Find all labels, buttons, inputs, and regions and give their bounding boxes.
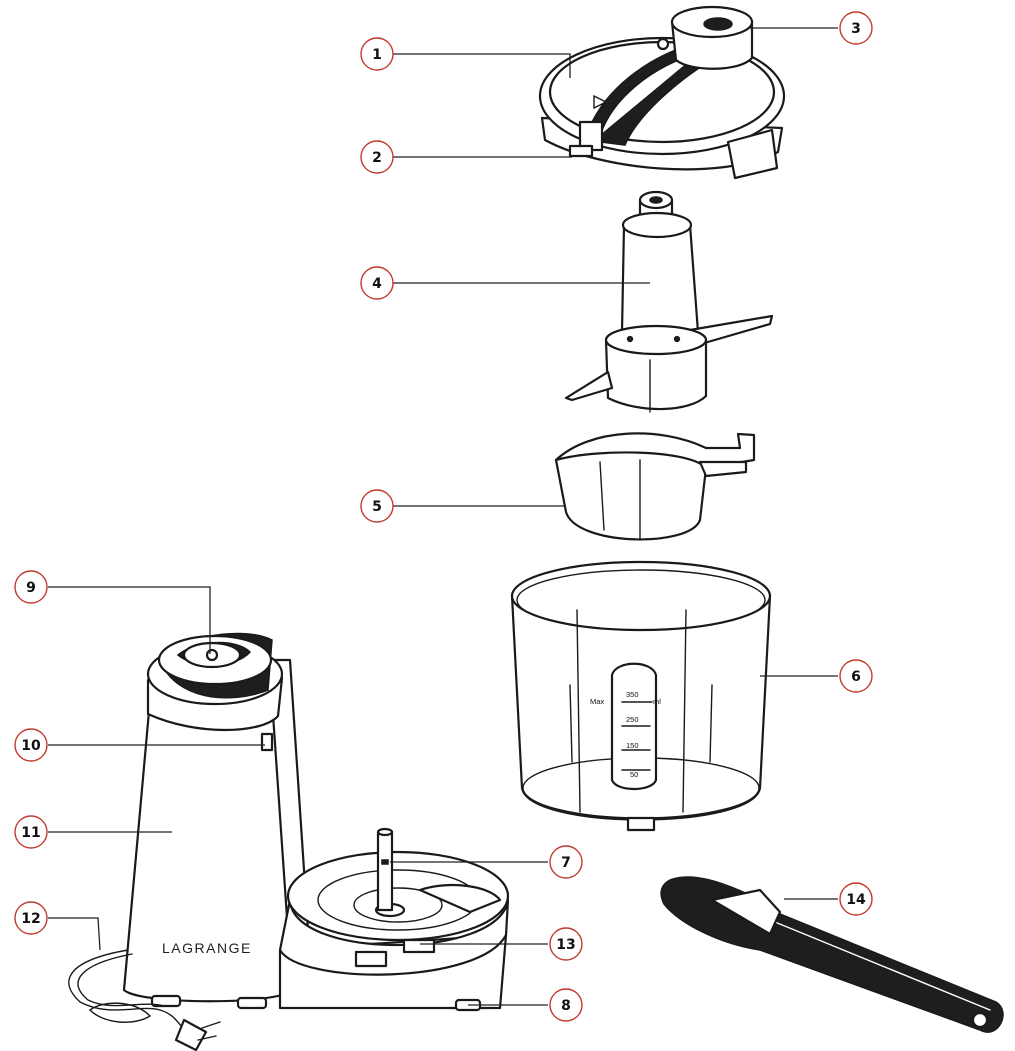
callout-1: 1 xyxy=(360,37,394,71)
lid xyxy=(538,5,786,180)
callout-14: 14 xyxy=(839,882,873,916)
bowl-scale-max-label: Max xyxy=(590,697,604,706)
bowl-scale-250: 250 xyxy=(626,715,639,724)
callout-10: 10 xyxy=(14,728,48,762)
bowl-scale-150: 150 xyxy=(626,741,639,750)
blade-assembly xyxy=(564,190,774,413)
svg-text:7: 7 xyxy=(561,855,571,871)
callout-3: 3 xyxy=(839,11,873,45)
callout-8: 8 xyxy=(549,988,583,1022)
svg-text:4: 4 xyxy=(372,276,382,292)
motor-base: LAGRANGE xyxy=(68,632,510,1051)
spatula xyxy=(660,876,1004,1033)
svg-text:14: 14 xyxy=(846,892,866,908)
bowl: Max ml 350 250 150 50 xyxy=(510,560,772,832)
bowl-scale-50: 50 xyxy=(630,770,638,779)
callout-11: 11 xyxy=(14,815,48,849)
callout-13: 13 xyxy=(549,927,583,961)
bowl-scale-unit: ml xyxy=(653,697,661,706)
svg-text:13: 13 xyxy=(556,937,575,953)
callout-4: 4 xyxy=(360,266,394,300)
svg-text:11: 11 xyxy=(21,825,40,841)
callout-6: 6 xyxy=(839,659,873,693)
bowl-scale-350: 350 xyxy=(626,690,639,699)
svg-text:3: 3 xyxy=(851,21,861,37)
callout-12: 12 xyxy=(14,901,48,935)
svg-text:1: 1 xyxy=(372,47,382,63)
emulsifying-disc xyxy=(554,432,756,541)
svg-text:6: 6 xyxy=(851,669,861,685)
svg-text:2: 2 xyxy=(372,150,382,166)
leader-lines xyxy=(48,27,838,1006)
callout-2: 2 xyxy=(360,140,394,174)
callout-5: 5 xyxy=(360,489,394,523)
brand-logo-text: LAGRANGE xyxy=(162,940,252,956)
svg-text:5: 5 xyxy=(372,499,382,515)
callout-7: 7 xyxy=(549,845,583,879)
svg-text:8: 8 xyxy=(561,998,571,1014)
svg-text:9: 9 xyxy=(26,580,36,596)
svg-text:12: 12 xyxy=(21,911,40,927)
svg-text:10: 10 xyxy=(21,738,41,754)
callout-9: 9 xyxy=(14,570,48,604)
